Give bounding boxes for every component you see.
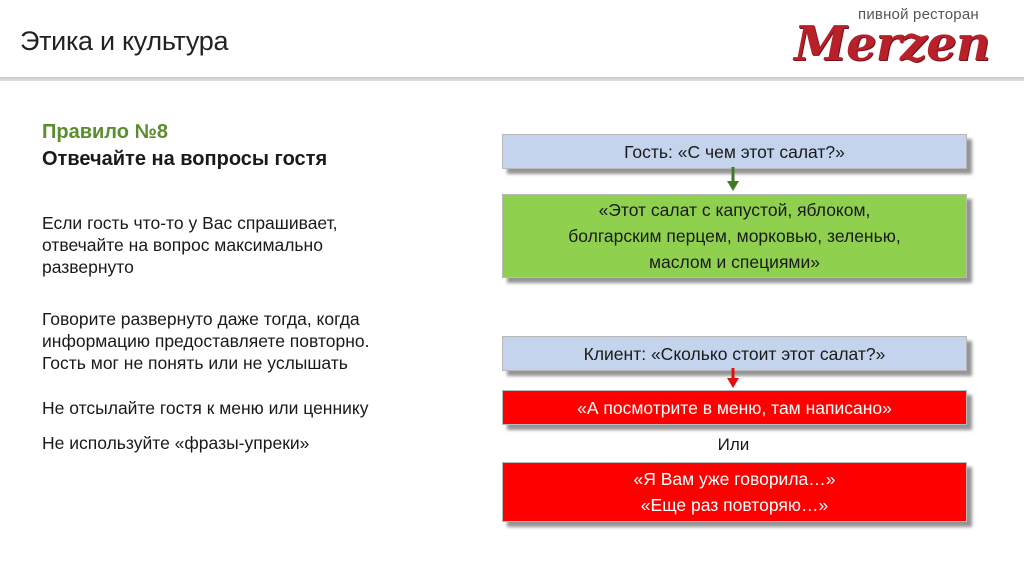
logo-tagline: пивной ресторан xyxy=(858,6,979,23)
paragraph-answer-fully: Если гость что-то у Вас спрашивает, отве… xyxy=(42,212,462,278)
paragraph-line: отвечайте на вопрос максимально xyxy=(42,235,323,255)
paragraph-line: Не используйте «фразы-упреки» xyxy=(42,433,310,453)
rule-number: Правило №8 xyxy=(42,121,168,143)
good-answer-box: «Этот салат с капустой, яблоком, болгарс… xyxy=(502,194,967,278)
merzen-logo: пивной ресторан Merzen xyxy=(794,6,1018,72)
reproach-box: «Я Вам уже говорила…» «Еще раз повторяю…… xyxy=(502,462,967,522)
good-answer-line: болгарским перцем, морковью, зеленью, xyxy=(568,226,901,246)
client-question-box: Клиент: «Сколько стоит этот салат?» xyxy=(502,336,967,371)
paragraph-line: развернуто xyxy=(42,257,134,277)
reproach-line: «Еще раз повторяю…» xyxy=(640,495,829,515)
or-label: Или xyxy=(717,435,750,454)
bad-answer-box: «А посмотрите в меню, там написано» xyxy=(502,390,967,425)
paragraph-line: Гость мог не понять или не услышать xyxy=(42,353,348,373)
bad-answer-text: «А посмотрите в меню, там написано» xyxy=(577,397,892,418)
paragraph-line: Говорите развернуто даже тогда, когда xyxy=(42,309,360,329)
paragraph-no-menu: Не отсылайте гостя к меню или ценнику xyxy=(42,397,462,419)
guest-question-text: Гость: «С чем этот салат?» xyxy=(624,141,845,162)
paragraph-no-reproach: Не используйте «фразы-упреки» xyxy=(42,432,462,454)
paragraph-repeat: Говорите развернуто даже тогда, когда ин… xyxy=(42,308,462,374)
paragraph-line: Не отсылайте гостя к меню или ценнику xyxy=(42,398,369,418)
logo-wordmark: Merzen xyxy=(794,16,991,72)
arrow-down-icon xyxy=(727,167,739,191)
good-answer-line: маслом и специями» xyxy=(649,252,820,272)
slide-title: Этика и культура xyxy=(20,26,229,56)
rule-heading: Отвечайте на вопросы гостя xyxy=(42,148,328,170)
guest-question-box: Гость: «С чем этот салат?» xyxy=(502,134,967,169)
reproach-line: «Я Вам уже говорила…» xyxy=(633,469,836,489)
arrow-down-icon xyxy=(727,368,739,388)
paragraph-line: Если гость что-то у Вас спрашивает, xyxy=(42,213,338,233)
header-divider xyxy=(0,77,1024,81)
paragraph-line: информацию предоставляете повторно. xyxy=(42,331,370,351)
good-answer-line: «Этот салат с капустой, яблоком, xyxy=(598,200,871,220)
client-question-text: Клиент: «Сколько стоит этот салат?» xyxy=(583,343,886,364)
